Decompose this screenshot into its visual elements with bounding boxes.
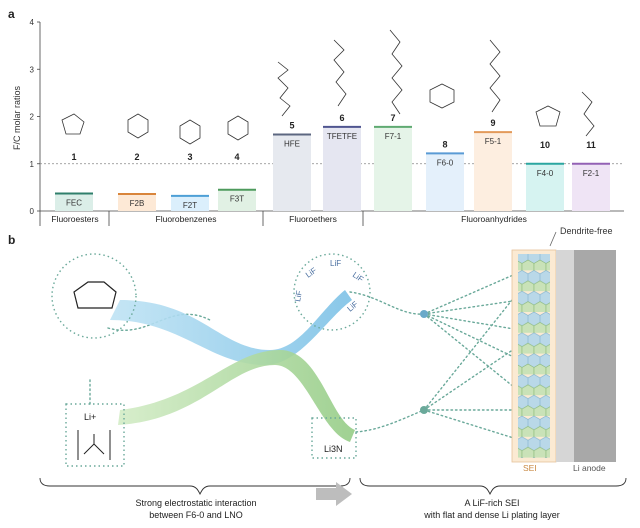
li-plating-layer: [556, 250, 574, 462]
lif-label-2: LiF: [330, 259, 341, 268]
blue-flow-ribbon: [110, 290, 352, 365]
compound-number-label: 3: [187, 152, 192, 162]
bar-4: [218, 189, 256, 211]
molecule-11-icon: [581, 91, 595, 137]
bar-6: [323, 126, 361, 211]
molecule-1-icon: [61, 113, 85, 135]
molecule-6-icon: [333, 39, 347, 107]
bar-name-label: FEC: [66, 199, 82, 208]
li3n-box: [311, 417, 357, 459]
lno-box: [65, 403, 125, 467]
molecule-3-icon: [179, 119, 201, 145]
bar-name-label: F7-1: [385, 132, 402, 141]
bar-1: [55, 193, 93, 211]
y-tick-label: 1: [30, 160, 35, 169]
lif-label-3: LiF: [351, 270, 365, 284]
compound-number-label: 4: [234, 152, 239, 162]
molecule-10-icon: [535, 105, 561, 127]
molecule-2-icon: [127, 113, 149, 139]
compound-number-label: 2: [134, 152, 139, 162]
bar-11: [572, 163, 610, 211]
dotted-guides: [89, 271, 521, 441]
bar-2: [118, 193, 156, 211]
y-axis-label: F/C molar ratios: [12, 85, 22, 150]
bar-10: [526, 163, 564, 211]
bar-9: [474, 132, 512, 211]
li3n-node: [420, 406, 428, 414]
molecule-5-icon: [277, 61, 291, 117]
compound-number-label: 8: [442, 139, 447, 149]
nitrate-icon: [77, 430, 111, 460]
lif-label-4: LiF: [293, 290, 304, 303]
panel-a-label: a: [8, 7, 15, 21]
li3n-label: Li3N: [324, 444, 343, 454]
group-label: Fluoroesters: [51, 214, 98, 224]
bar-name-label: F2B: [130, 199, 145, 208]
bar-8: [426, 153, 464, 211]
molecule-7-icon: [389, 29, 403, 115]
sei-label: SEI: [523, 463, 537, 473]
y-ticks: 0 1 2 3 4: [30, 18, 40, 216]
compound-number-label: 7: [390, 113, 395, 123]
compound-number-label: 10: [540, 140, 550, 150]
bar-name-label: F2T: [183, 201, 197, 210]
group-label: Fluorobenzenes: [156, 214, 217, 224]
bar-name-label: F6-0: [437, 158, 454, 167]
left-caption-line-1: Strong electrostatic interaction: [135, 498, 256, 508]
bar-7: [374, 126, 412, 211]
molecule-9-icon: [489, 39, 501, 113]
sei-hex-pattern: [518, 254, 550, 458]
compound-number-label: 1: [71, 152, 76, 162]
li-anode-label: Li anode: [573, 463, 606, 473]
y-tick-label: 0: [30, 207, 35, 216]
right-caption-line-1: A LiF-rich SEI: [464, 498, 519, 508]
bar-name-label: F4-0: [537, 169, 554, 178]
bar-5: [273, 134, 311, 211]
lif-node: [420, 310, 428, 318]
left-brace: [39, 477, 351, 496]
molecule-8-icon: [429, 83, 455, 109]
lif-label-1: LiF: [304, 266, 318, 280]
li-plus-label: Li+: [84, 412, 96, 422]
y-tick-label: 4: [30, 18, 35, 27]
y-tick-label: 2: [30, 113, 35, 122]
bar-name-label: F2-1: [583, 169, 600, 178]
process-arrow-icon: [316, 482, 352, 506]
bar-name-label: F5-1: [485, 137, 502, 146]
bar-3: [171, 195, 209, 211]
left-caption-line-2: between F6-0 and LNO: [149, 510, 243, 520]
dendrite-free-label: Dendrite-free: [560, 226, 613, 236]
y-tick-label: 3: [30, 65, 35, 74]
dendrite-pointer: [549, 231, 557, 247]
lif-circle: [293, 253, 371, 331]
f6-0-molecule-circle: [51, 253, 137, 339]
panel-b-label: b: [8, 233, 15, 247]
compound-number-label: 5: [289, 120, 294, 130]
compound-number-label: 11: [586, 140, 596, 150]
group-labels: Fluoroesters Fluorobenzenes Fluoroethers Fl…: [39, 211, 527, 226]
compound-number-label: 6: [339, 113, 344, 123]
group-label: Fluoroethers: [289, 214, 337, 224]
f6-0-molecule-icon: [73, 281, 117, 309]
right-caption-line-2: with flat and dense Li plating layer: [423, 510, 560, 520]
group-label: Fluoroanhydrides: [461, 214, 527, 224]
green-flow-ribbon: [118, 350, 355, 442]
molecule-sketches: [61, 29, 595, 145]
li-anode: [574, 250, 616, 462]
bar-name-label: F3T: [230, 195, 244, 204]
compound-number-label: 9: [490, 118, 495, 128]
bar-name-label: TFETFE: [327, 132, 357, 141]
bar-name-label: HFE: [284, 139, 300, 148]
right-brace: [359, 477, 627, 496]
molecule-4-icon: [227, 115, 249, 141]
